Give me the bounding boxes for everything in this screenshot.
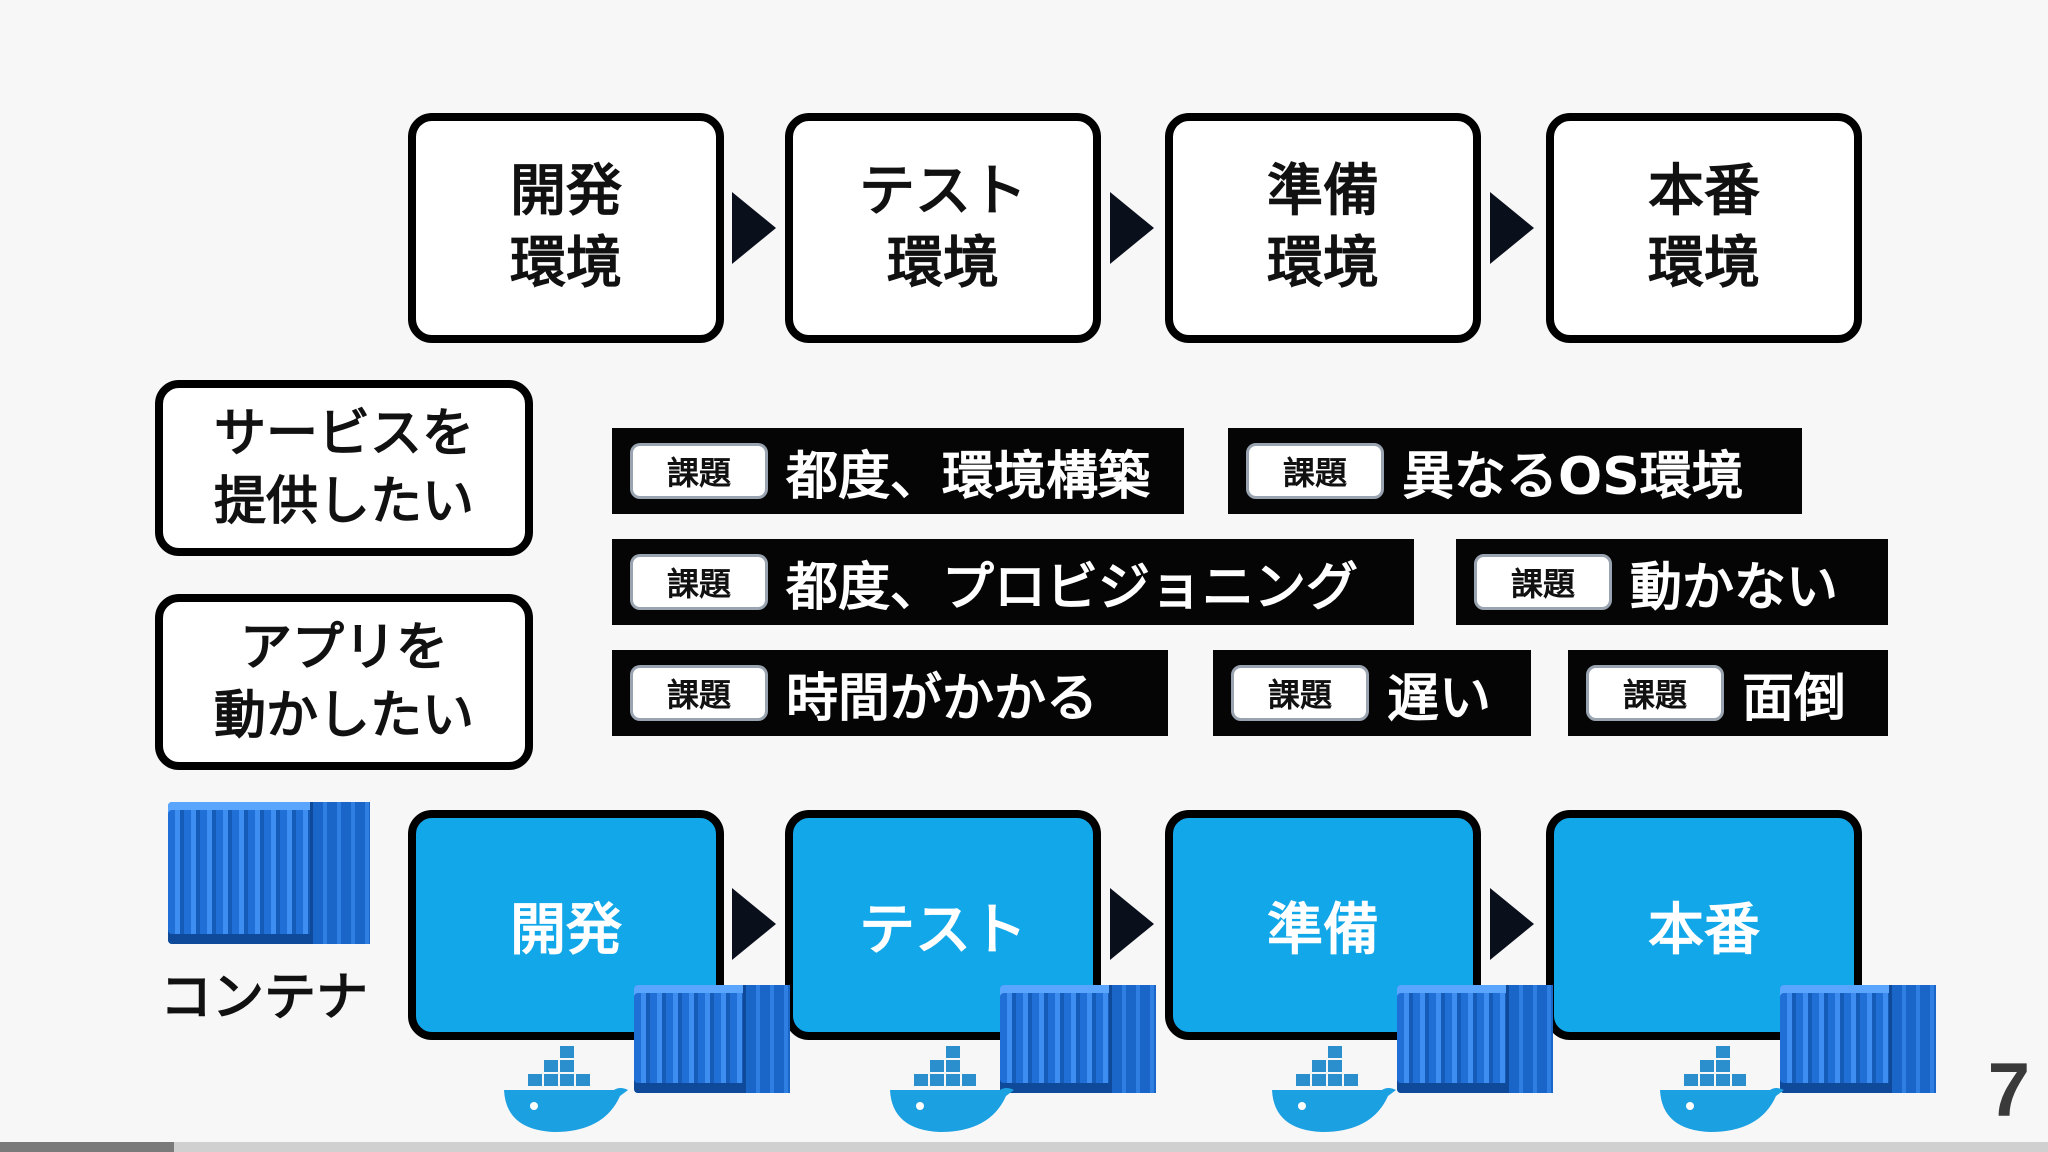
arrow-right-icon — [1490, 888, 1534, 960]
docker-whale-icon — [1272, 1046, 1396, 1132]
container-env-label: 本番 — [1648, 897, 1760, 963]
issue-does-not-work: 課題動かない — [1456, 539, 1888, 625]
issue-tag: 課題 — [630, 554, 768, 610]
container-env-label: テスト — [859, 897, 1027, 963]
container-env-dev: 開発 — [408, 810, 724, 1040]
goal-line2: 提供したい — [213, 472, 474, 532]
goal-box-app: アプリを動かしたい — [155, 594, 533, 770]
arrow-right-icon — [1110, 192, 1154, 264]
env-box-dev: 開発環境 — [408, 113, 724, 343]
env-label-line1: テスト — [859, 159, 1027, 224]
issue-takes-time: 課題時間がかかる — [612, 650, 1168, 736]
issue-text: 都度、プロビジョニング — [786, 557, 1359, 618]
arrow-right-icon — [732, 192, 776, 264]
docker-whale-icon — [890, 1046, 1014, 1132]
issue-troublesome: 課題面倒 — [1568, 650, 1888, 736]
shipping-container-icon — [634, 985, 790, 1093]
env-label-line2: 環境 — [1267, 231, 1379, 296]
issue-text: 時間がかかる — [786, 668, 1099, 729]
env-label-line1: 開発 — [510, 159, 622, 224]
issue-text: 都度、環境構築 — [786, 446, 1151, 507]
shipping-container-icon — [1397, 985, 1553, 1093]
issue-tag: 課題 — [1474, 554, 1612, 610]
issue-tag: 課題 — [630, 443, 768, 499]
container-env-label: 準備 — [1267, 897, 1379, 963]
issue-tag: 課題 — [1246, 443, 1384, 499]
env-box-staging: 準備環境 — [1165, 113, 1481, 343]
env-label-line2: 環境 — [1648, 231, 1760, 296]
docker-whale-icon — [1660, 1046, 1784, 1132]
arrow-right-icon — [732, 888, 776, 960]
issue-tag: 課題 — [630, 665, 768, 721]
env-label-line1: 本番 — [1648, 159, 1760, 224]
env-label-line2: 環境 — [510, 231, 622, 296]
issue-tag: 課題 — [1586, 665, 1724, 721]
env-label-line2: 環境 — [887, 231, 999, 296]
issue-provisioning: 課題都度、プロビジョニング — [612, 539, 1414, 625]
issue-slow: 課題遅い — [1213, 650, 1531, 736]
page-number: 7 — [1987, 1048, 2030, 1133]
issue-text: 遅い — [1387, 668, 1492, 729]
slide-progress-bar — [0, 1142, 2048, 1152]
shipping-container-icon — [1780, 985, 1936, 1093]
issue-setup-each-time: 課題都度、環境構築 — [612, 428, 1184, 514]
goal-box-service: サービスを提供したい — [155, 380, 533, 556]
goal-line1: アプリを — [239, 618, 448, 678]
issue-text: 動かない — [1630, 557, 1839, 618]
goal-line1: サービスを — [213, 404, 474, 464]
shipping-container-icon — [1000, 985, 1156, 1093]
arrow-right-icon — [1110, 888, 1154, 960]
arrow-right-icon — [1490, 192, 1534, 264]
issue-text: 異なるOS環境 — [1402, 446, 1744, 507]
issue-tag: 課題 — [1231, 665, 1369, 721]
container-env-label: 開発 — [510, 897, 622, 963]
shipping-container-icon — [168, 802, 370, 944]
env-box-test: テスト環境 — [785, 113, 1101, 343]
issue-different-os: 課題異なるOS環境 — [1228, 428, 1802, 514]
issue-text: 面倒 — [1742, 668, 1847, 729]
docker-whale-icon — [504, 1046, 628, 1132]
env-box-production: 本番環境 — [1546, 113, 1862, 343]
container-label: コンテナ — [160, 968, 369, 1028]
goal-line2: 動かしたい — [213, 686, 474, 746]
slide-progress-fill — [0, 1142, 175, 1152]
env-label-line1: 準備 — [1267, 159, 1379, 224]
